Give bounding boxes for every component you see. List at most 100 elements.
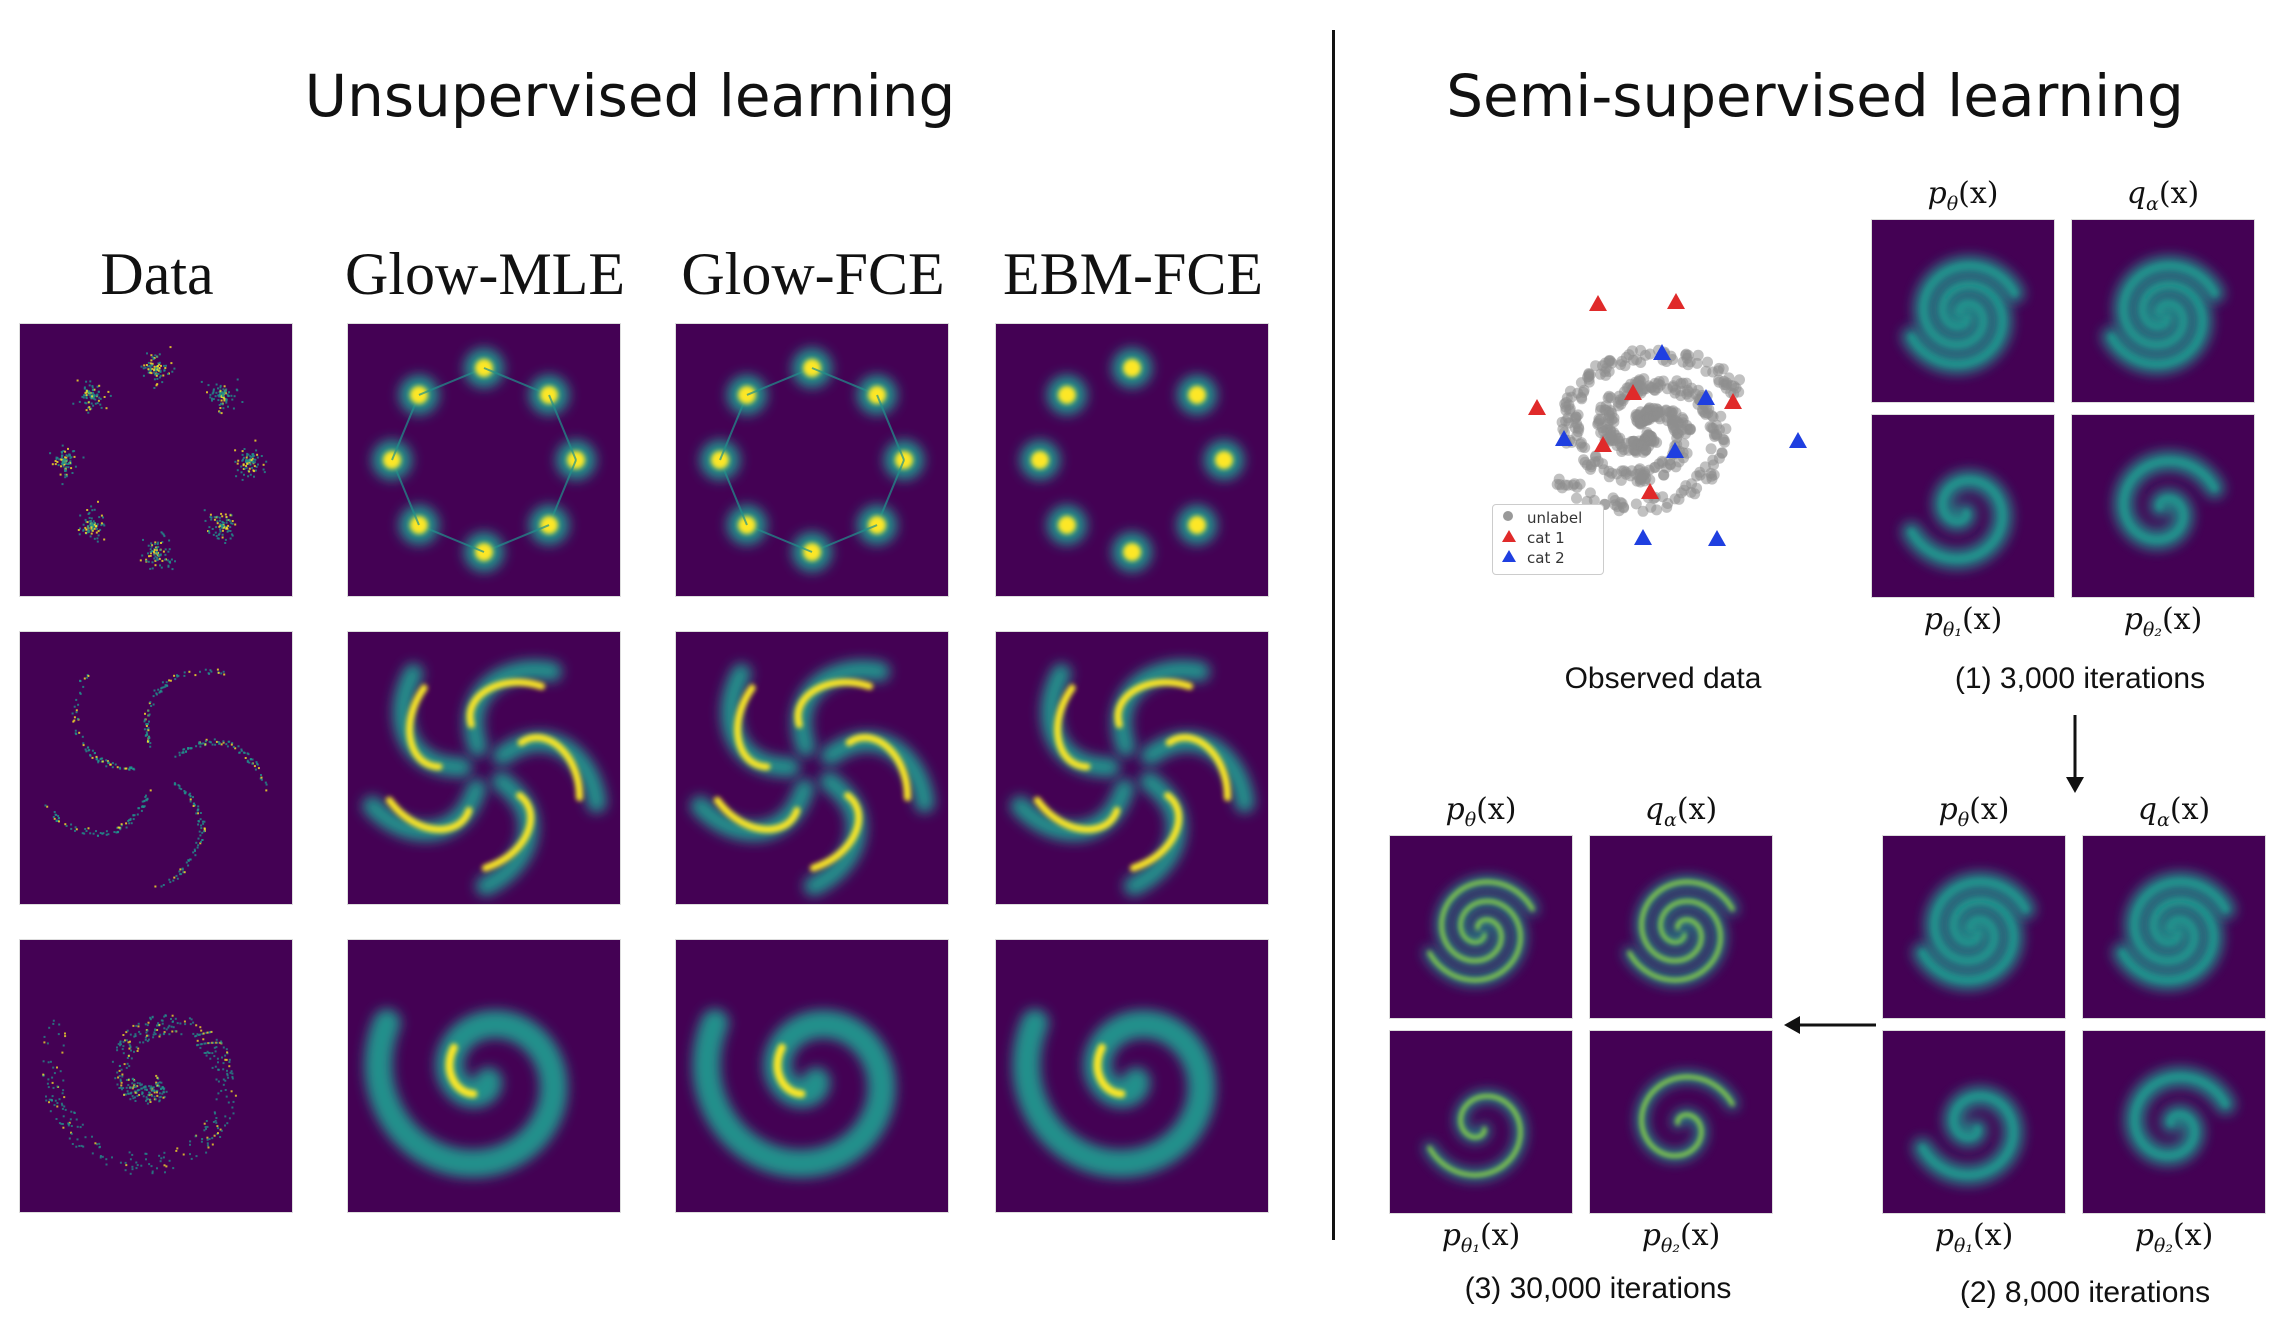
column-label-data: Data: [100, 241, 214, 307]
panel-1-p-theta-2-label: pθ₂(x): [2123, 602, 2203, 641]
data-arm: [154, 782, 206, 888]
panel-3-caption: (3) 30,000 iterations: [1464, 1272, 1732, 1305]
density-spiral-core: [1439, 879, 1535, 963]
data-cluster: [140, 346, 176, 389]
density-arm-peak: [481, 792, 535, 872]
density-spiral-core: [2131, 878, 2229, 964]
density-arm-peak: [1165, 733, 1231, 802]
density-spiral-core: [1920, 262, 2018, 348]
cat-1-point: [1624, 384, 1642, 400]
panel-1-p-theta-2-tile: [2072, 415, 2254, 597]
panel-2-caption: (2) 8,000 iterations: [1959, 1276, 2211, 1309]
panel-2-p-theta-2-label: pθ₂(x): [2134, 1218, 2214, 1257]
scatter-legend: unlabel cat 1 cat 2: [1492, 504, 1604, 575]
density-arm-peak: [1053, 684, 1091, 771]
column-label-ebm-fce: EBM-FCE: [1002, 241, 1264, 307]
panel-3-q-alpha-label: qα(x): [1644, 792, 1718, 831]
density-spiral-core: [2119, 898, 2217, 984]
density-tile-spiral-data: [20, 940, 292, 1212]
cat-2-point: [1697, 389, 1715, 405]
data-spiral: [42, 1014, 237, 1175]
data-cluster: [139, 531, 176, 571]
density-tile-spiral-ebm: [996, 940, 1268, 1212]
density-spiral-peak: [773, 1043, 806, 1098]
density-peak: [1188, 516, 1207, 535]
cat-1-point: [1724, 393, 1742, 409]
density-spiral-core: [1639, 879, 1735, 963]
panel-2-p-theta-label: pθ(x): [1938, 792, 2010, 831]
tile-background: [20, 632, 292, 904]
cat-2-point: [1666, 442, 1684, 458]
data-arm: [174, 738, 268, 792]
density-peak: [868, 385, 887, 404]
data-arm: [71, 674, 136, 771]
arrow-down-icon: [2066, 715, 2084, 793]
column-label-glow-mle: Glow-MLE: [345, 241, 625, 307]
density-arm-peak: [385, 796, 473, 834]
cat-2-point: [1634, 529, 1652, 545]
panel-3-q-alpha-tile: [1590, 836, 1772, 1018]
cat-1-point: [1528, 399, 1546, 415]
panel-1-p-theta-1-label: pθ₁(x): [1923, 602, 2003, 641]
density-spiral-core: [1919, 898, 2017, 984]
tile-background: [1390, 1031, 1572, 1213]
panel-2-p-theta-1-label: pθ₁(x): [1934, 1218, 2014, 1257]
column-label-glow-fce: Glow-FCE: [681, 241, 945, 307]
density-tile-pinwheel-ebm: [996, 632, 1268, 904]
data-cluster: [200, 378, 244, 415]
cat-1-point: [1667, 293, 1685, 309]
density-tile-pinwheel-glow-fce: [676, 632, 948, 904]
density-bridge: [876, 394, 905, 461]
density-spiral-core: [2120, 457, 2218, 543]
panel-2-q-alpha-label: qα(x): [2137, 792, 2211, 831]
density-peak: [1057, 385, 1076, 404]
density-arm-peak: [466, 678, 546, 729]
density-tile-8-gaussians-ebm: [996, 324, 1268, 596]
density-peak: [1215, 451, 1233, 469]
panel-2-p-theta-1-tile: [1883, 1031, 2065, 1213]
panel-1-p-theta-label: pθ(x): [1927, 176, 1999, 215]
density-spiral-core: [1908, 477, 2006, 563]
density-arm-peak: [713, 796, 801, 834]
data-cluster: [72, 379, 112, 414]
scatter-plot: [1528, 293, 1807, 546]
panel-3-p-theta-1-label: pθ₁(x): [1441, 1218, 1521, 1257]
data-cluster: [77, 500, 106, 543]
section-divider: [1332, 30, 1335, 1240]
density-arm-peak: [405, 684, 443, 771]
density-spiral-core: [2131, 1073, 2229, 1159]
density-peak: [737, 516, 756, 535]
panel-2-p-theta-2-tile: [2083, 1031, 2265, 1213]
heading-semi-supervised: Semi-supervised learning: [1446, 62, 2184, 130]
panel-1-q-alpha-label: qα(x): [2126, 176, 2200, 215]
density-spiral-core: [2120, 262, 2218, 348]
arrow-left-icon: [1784, 1016, 1876, 1034]
legend-item-cat-1: cat 1: [1493, 528, 1603, 548]
panel-2-q-alpha-tile: [2083, 836, 2265, 1018]
density-peak: [737, 385, 756, 404]
density-peak: [540, 385, 559, 404]
density-spiral-core: [1627, 899, 1723, 983]
density-tile-8-gaussians-glow-fce: [676, 324, 948, 596]
density-arm-peak: [1129, 792, 1183, 872]
density-tile-pinwheel-data: [20, 632, 292, 904]
density-tile-spiral-glow-mle: [348, 940, 620, 1212]
panel-1-q-alpha-tile: [2072, 220, 2254, 402]
density-spiral-peak: [1093, 1043, 1126, 1098]
panel-2-p-theta-tile: [1883, 836, 2065, 1018]
density-spiral-core: [1639, 1074, 1735, 1158]
density-arm-peak: [794, 678, 874, 729]
density-spiral-core: [1931, 878, 2029, 964]
observed-data-caption: Observed data: [1564, 662, 1762, 695]
density-peak: [1123, 543, 1141, 561]
density-spiral-core: [1427, 1094, 1523, 1178]
data-arm: [44, 789, 152, 837]
density-bridge: [548, 394, 577, 461]
density-arm-peak: [845, 733, 911, 802]
density-peak: [1057, 516, 1076, 535]
density-tile-8-gaussians-glow-mle: [348, 324, 620, 596]
panel-3-p-theta-1-tile: [1390, 1031, 1572, 1213]
cat-1-point: [1594, 436, 1612, 452]
density-peak: [409, 516, 428, 535]
panel-3-p-theta-2-label: pθ₂(x): [1641, 1218, 1721, 1257]
